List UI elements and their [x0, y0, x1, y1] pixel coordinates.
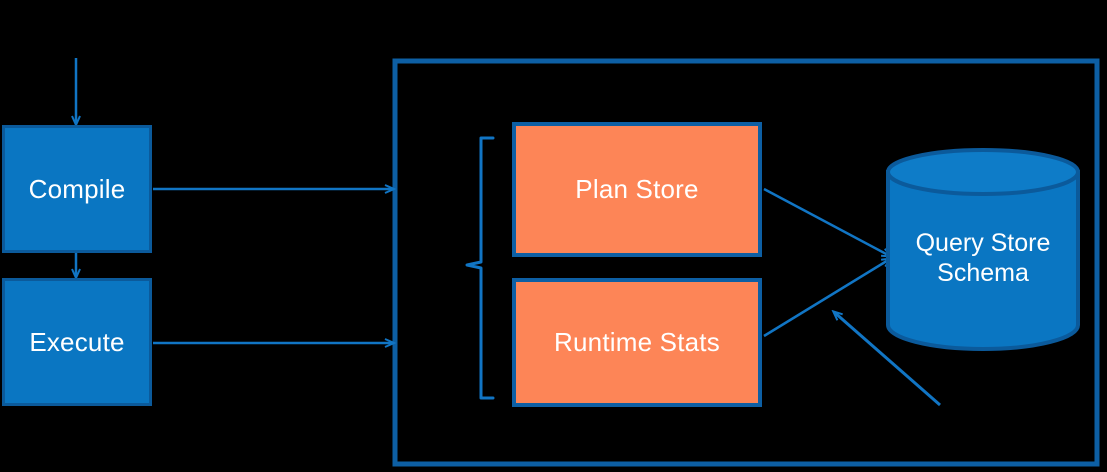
execute-node[interactable]: Execute	[2, 278, 152, 406]
query-store-schema-cylinder	[886, 148, 1080, 351]
compile-node[interactable]: Compile	[2, 125, 152, 253]
external-to-schema-connector	[834, 312, 941, 407]
query-store-boundary	[392, 58, 1100, 467]
runtime-stats-node-label: Runtime Stats	[554, 327, 720, 358]
plan-store-to-schema-connector	[763, 187, 890, 256]
plan-store-node-label: Plan Store	[575, 174, 699, 205]
grouping-brace	[465, 136, 495, 400]
compile-node-label: Compile	[28, 173, 126, 204]
plan-store-node[interactable]: Plan Store	[512, 122, 762, 257]
runtime-stats-to-schema-connector	[763, 259, 890, 338]
execute-node-label: Execute	[29, 326, 125, 357]
runtime-stats-node[interactable]: Runtime Stats	[512, 278, 762, 407]
